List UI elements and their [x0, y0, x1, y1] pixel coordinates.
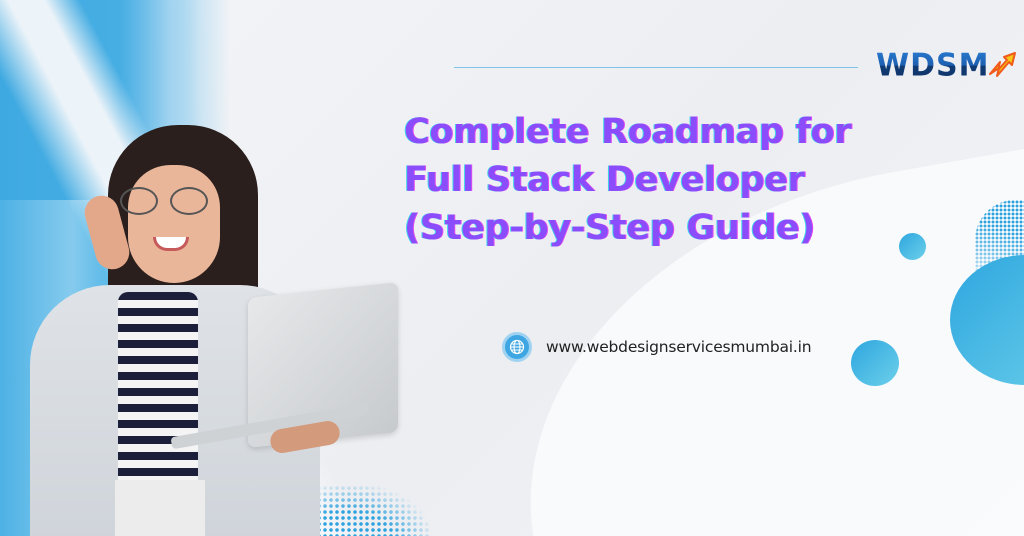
face [128, 165, 220, 283]
website-url[interactable]: www.webdesignservicesmumbai.in [546, 338, 812, 356]
title-line-1: Complete Roadmap for [404, 112, 852, 152]
page-title: Complete Roadmap for Full Stack Develope… [404, 108, 924, 252]
glasses-icon [120, 187, 212, 215]
title-line-2: Full Stack Developer [404, 160, 805, 200]
wdsm-logo: WDSM [876, 47, 1019, 84]
pants [115, 480, 205, 536]
logo-text: WDSM [876, 47, 990, 84]
top-divider-line [454, 67, 858, 68]
decorative-circle-medium [851, 340, 899, 386]
striped-shirt [118, 292, 198, 492]
website-link[interactable]: www.webdesignservicesmumbai.in [502, 332, 812, 362]
decorative-circle-small [899, 233, 926, 260]
growth-arrow-icon [989, 51, 1017, 77]
title-line-3: (Step-by-Step Guide) [404, 208, 815, 248]
globe-icon [502, 332, 532, 362]
woman-with-laptop-photo [20, 120, 400, 536]
